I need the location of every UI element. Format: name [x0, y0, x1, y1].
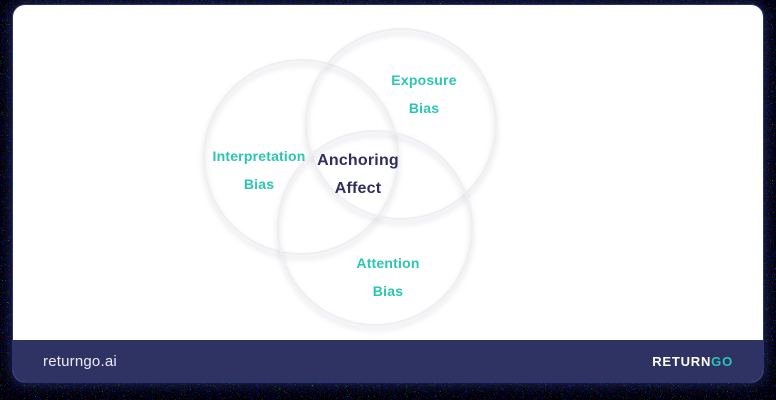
returngo-logo-go-part: GO	[711, 353, 733, 369]
exposure-bias-label-line1: Exposure	[391, 72, 457, 88]
attention-bias-label-line1: Attention	[356, 255, 420, 271]
content-card: Interpretation Bias Exposure Bias Attent…	[13, 5, 763, 382]
returngo-logo: RETURNGO	[652, 354, 733, 369]
attention-bias-label-line2: Bias	[372, 283, 404, 299]
site-url-text: returngo.ai	[43, 352, 117, 370]
exposure-bias-label-line2: Bias	[408, 100, 440, 116]
anchoring-affect-center-label: Anchoring Affect	[317, 147, 399, 203]
anchoring-affect-label-line2: Affect	[334, 180, 382, 197]
exposure-bias-label: Exposure Bias	[391, 66, 456, 122]
anchoring-affect-label-line1: Anchoring	[317, 152, 399, 169]
interpretation-bias-label-line2: Bias	[243, 176, 275, 192]
interpretation-bias-label: Interpretation Bias	[212, 142, 305, 198]
footer-bar: returngo.ai RETURNGO	[13, 340, 763, 382]
venn-diagram: Interpretation Bias Exposure Bias Attent…	[13, 5, 763, 340]
attention-bias-label: Attention Bias	[356, 249, 419, 305]
returngo-logo-return-part: RETURN	[652, 353, 712, 369]
venn-circle-attention-bias	[277, 130, 473, 326]
interpretation-bias-label-line1: Interpretation	[212, 148, 306, 164]
